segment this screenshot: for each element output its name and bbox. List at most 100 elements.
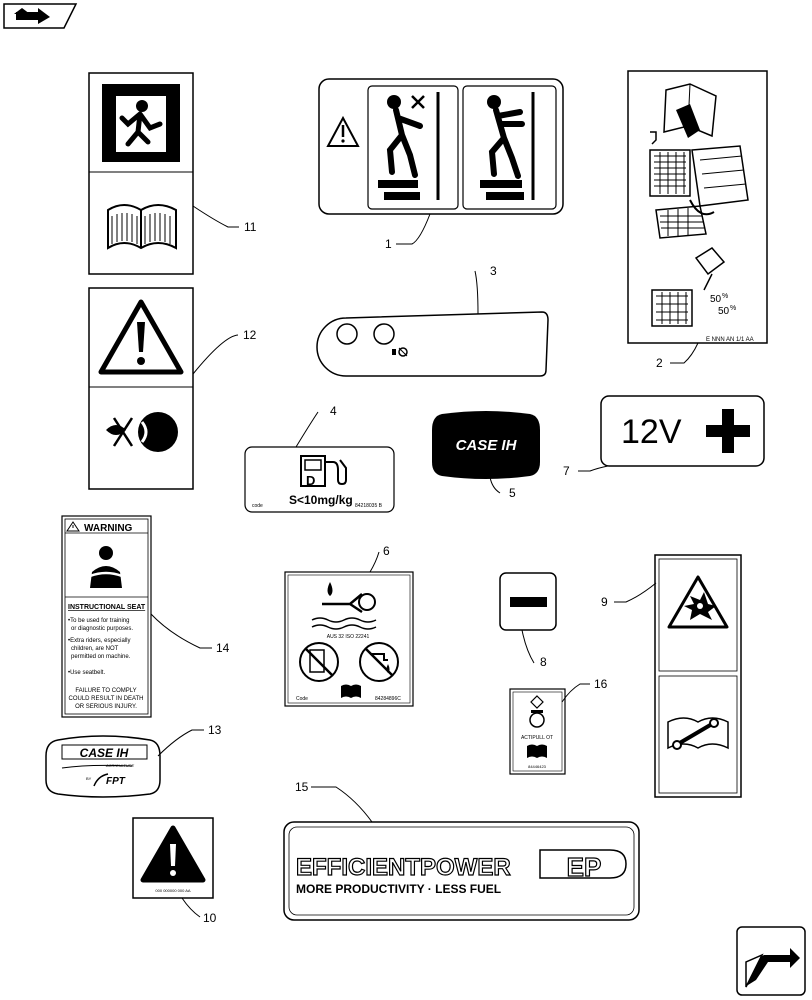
callout-3: 3 — [490, 264, 497, 278]
actipull-text: ACTIPULL OT — [521, 735, 553, 741]
warning-triangle-icon — [98, 299, 184, 375]
decal-15: EFFICIENTPOWER EP MORE PRODUCTIVITY · LE… — [283, 821, 640, 921]
decal-16: ACTIPULL OT 84446423 — [509, 688, 566, 775]
leader-line-3 — [474, 270, 479, 315]
leader-line-10 — [181, 897, 201, 918]
callout-7: 7 — [563, 464, 570, 478]
by-text: BY — [86, 776, 92, 781]
climbing-correct-icon — [480, 92, 535, 200]
nav-previous-icon[interactable] — [3, 3, 78, 29]
decal-4: D S<10mg/kg code 84218035 B — [244, 446, 395, 513]
callout-10: 10 — [203, 911, 217, 925]
case-ih-logo: CASE IH — [80, 746, 129, 760]
sulfur-spec-text: S<10mg/kg — [289, 493, 353, 507]
small-symbol-icon — [392, 347, 408, 357]
leader-line-5 — [489, 476, 501, 494]
decal-6: AUS 32 ISO 22241 Code 84284896C — [284, 571, 414, 707]
callout-6: 6 — [383, 544, 390, 558]
callout-2: 2 — [656, 356, 663, 370]
callout-13: 13 — [208, 723, 222, 737]
instruction-line: FAILURE TO COMPLY — [75, 688, 136, 694]
decal-9 — [654, 554, 742, 798]
tagline-text: MORE PRODUCTIVITY · LESS FUEL — [296, 882, 501, 896]
instruction-line: OR SERIOUS INJURY. — [75, 704, 137, 710]
explosion-warning-icon — [667, 575, 729, 629]
no-diesel-icon — [299, 642, 339, 682]
manual-book-icon — [341, 684, 361, 698]
instruction-line: or diagnostic purposes. — [71, 626, 133, 632]
manual-book-icon — [527, 744, 547, 758]
code-label: code — [252, 503, 263, 509]
decal-13: CASE IH AGRICULTURE BY FPT — [45, 735, 161, 798]
callout-16: 16 — [594, 677, 608, 691]
decal-11 — [88, 72, 194, 275]
fuel-pump-icon: D — [300, 455, 347, 488]
decal-2: 50 % 50 % E NNN AN 1/1 AA — [627, 70, 768, 344]
leader-lines — [150, 205, 699, 918]
callout-numbers: 1 2 3 4 5 6 7 8 9 10 11 12 13 14 15 16 — [203, 220, 663, 925]
callout-11: 11 — [244, 220, 257, 234]
manual-book-icon — [107, 204, 177, 250]
warning-triangle-icon — [140, 825, 206, 883]
operator-manual-icon — [663, 83, 717, 138]
decal-5: CASE IH — [432, 411, 540, 479]
decal-12 — [88, 287, 194, 490]
callout-4: 4 — [330, 404, 337, 418]
emergency-exit-icon — [102, 84, 180, 162]
leader-line-13 — [157, 729, 204, 757]
no-water-icon — [359, 642, 399, 682]
leader-line-11 — [192, 205, 239, 228]
callout-12: 12 — [243, 328, 257, 342]
service-manual-wrench-icon — [667, 717, 729, 750]
decal-7: 12V — [600, 395, 765, 467]
leader-line-2 — [670, 342, 699, 364]
callout-5: 5 — [509, 486, 516, 500]
instruction-line: •Use seatbelt. — [68, 670, 105, 676]
warning-header: WARNING — [84, 523, 133, 534]
mix-ratio-a: 50 — [710, 294, 722, 305]
seatbelt-icon — [89, 546, 123, 588]
leader-line-6 — [369, 551, 380, 573]
leader-line-12 — [192, 334, 239, 375]
mix-ratio-b: 50 — [718, 306, 730, 317]
filter-icon — [529, 710, 545, 728]
instructional-seat-title: INSTRUCTIONAL SEAT — [68, 604, 146, 611]
nav-next-icon[interactable] — [736, 926, 806, 996]
decal-16-code: 84446423 — [528, 764, 547, 769]
callout-9: 9 — [601, 595, 608, 609]
decal-14: WARNING INSTRUCTIONAL SEAT •To be used f… — [61, 515, 152, 718]
callout-8: 8 — [540, 655, 547, 669]
warning-triangle-icon — [66, 521, 80, 532]
decal-2-code: E NNN AN 1/1 AA — [706, 337, 754, 343]
decal-3 — [316, 311, 549, 377]
leader-line-4 — [295, 411, 319, 448]
callout-1: 1 — [385, 237, 392, 251]
leader-line-15 — [311, 786, 373, 823]
case-ih-logo: CASE IH — [456, 437, 518, 454]
coolant-mix-icon — [651, 247, 726, 327]
fpt-logo: FPT — [106, 776, 126, 787]
leader-line-7 — [578, 465, 609, 472]
radiator-engine-icon — [649, 131, 749, 239]
leader-line-8 — [521, 629, 535, 664]
decal-1 — [318, 78, 564, 215]
efficient-power-logo: EFFICIENTPOWER — [296, 854, 511, 881]
code-label: Code — [296, 696, 308, 702]
decal-10: 000 000000 000 AA — [132, 817, 214, 899]
climbing-wrong-icon — [378, 92, 440, 200]
info-diamond-icon — [530, 695, 544, 709]
instruction-line: •To be used for training — [68, 618, 129, 624]
decal-6-code: 84284896C — [375, 696, 401, 702]
positive-terminal-icon — [706, 409, 750, 453]
callout-15: 15 — [295, 780, 309, 794]
warning-triangle-icon — [326, 115, 360, 147]
instruction-line: permitted on machine. — [71, 654, 131, 660]
mix-pct-a: % — [722, 293, 728, 300]
leader-line-9 — [614, 582, 657, 603]
hearing-protection-icon — [106, 412, 178, 452]
mix-pct-b: % — [730, 305, 736, 312]
def-standard-text: AUS 32 ISO 22241 — [327, 634, 370, 640]
callout-14: 14 — [216, 641, 230, 655]
decal-10-code: 000 000000 000 AA — [155, 888, 190, 893]
